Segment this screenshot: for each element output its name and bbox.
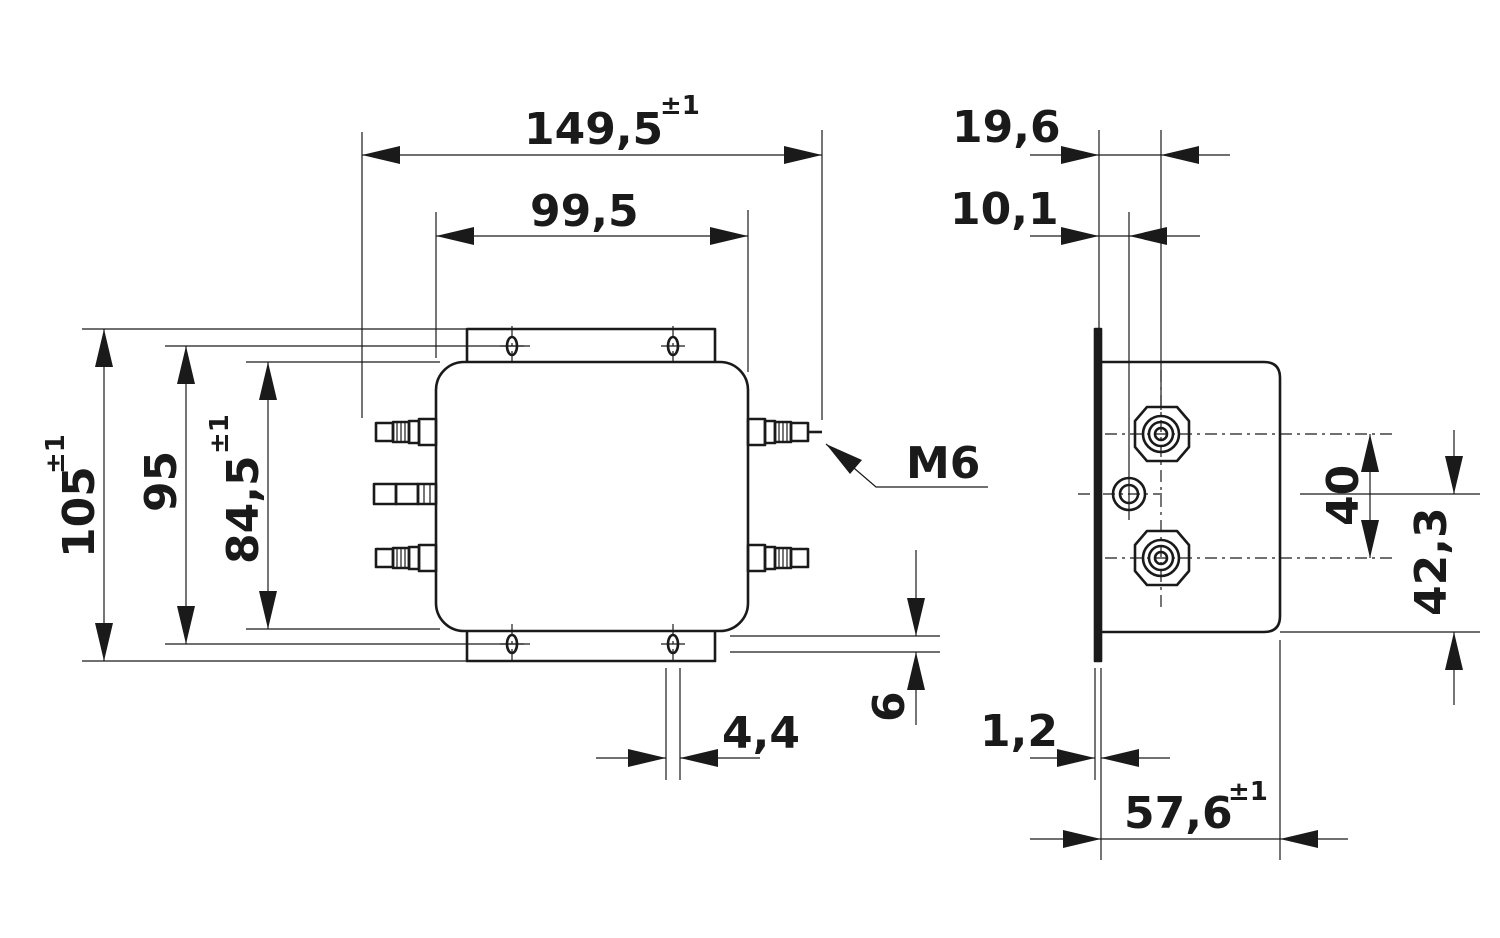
terminal-left-bottom: [374, 543, 438, 573]
dim-ground-to-base-value: 42,3: [1406, 507, 1457, 616]
dim-flange-thickness-value: 1,2: [980, 706, 1058, 757]
side-flange: [1093, 327, 1103, 663]
ground-terminal: [372, 482, 438, 506]
side-view: [1030, 130, 1480, 860]
dim-slot-offset-value: 6: [864, 691, 915, 722]
dim-depth-overall-tolerance: ±1: [1228, 777, 1268, 807]
dim-ground-offset-value: 10,1: [950, 184, 1059, 235]
dim-terminal-spacing-value: 40: [1318, 465, 1369, 526]
dim-height-body-value: 84,5: [218, 455, 269, 564]
dim-slot-width-value: 4,4: [722, 708, 800, 759]
terminal-right-top: [746, 417, 822, 447]
side-body: [1101, 360, 1282, 634]
dim-height-body-tolerance: ±1: [205, 414, 235, 454]
dim-height-holes-value: 95: [136, 451, 187, 512]
dimension-labels: 149,5 ±1 99,5 105 ±1 95 84,5 ±1 M6 6 4,4…: [41, 91, 1457, 839]
front-view: [82, 130, 988, 780]
thread-label: M6: [906, 438, 980, 489]
dim-width-overall-tolerance: ±1: [660, 91, 700, 121]
terminal-left-top: [374, 417, 438, 447]
dim-height-overall-value: 105: [54, 466, 105, 558]
dim-depth-overall-value: 57,6: [1124, 788, 1233, 839]
dim-height-overall-tolerance: ±1: [41, 434, 71, 474]
terminal-right-bottom: [746, 543, 810, 573]
housing-body: [434, 360, 750, 633]
dim-width-overall-value: 149,5: [524, 104, 663, 155]
dim-width-body-value: 99,5: [530, 186, 639, 237]
dim-terminal-offset-value: 19,6: [952, 102, 1061, 153]
